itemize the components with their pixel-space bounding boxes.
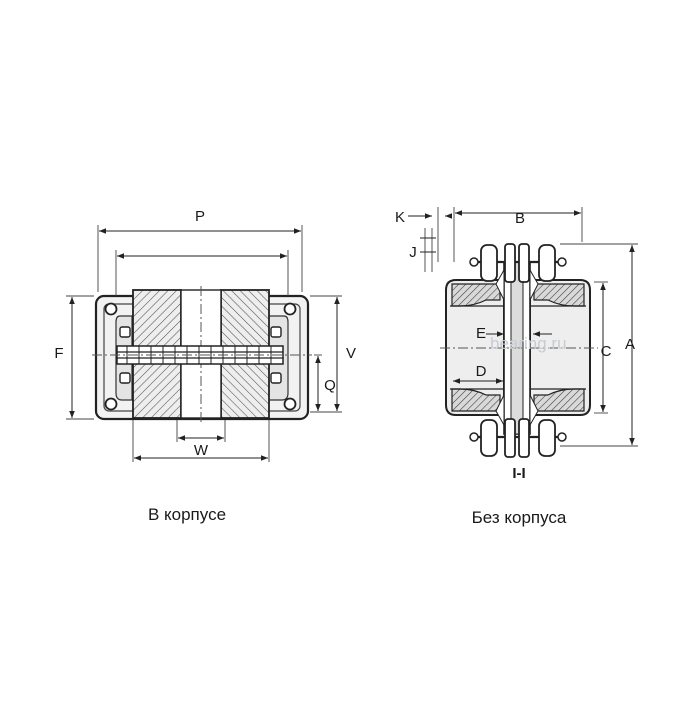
dim-label-e: E: [476, 325, 486, 342]
dim-label-f: F: [54, 345, 63, 362]
dim-label-b: B: [515, 210, 525, 227]
dim-label-p: P: [195, 208, 205, 225]
dim-label-w: W: [194, 442, 209, 459]
dim-label-v: V: [346, 345, 356, 362]
right-sprocket: [529, 279, 591, 416]
dim-label-c: C: [601, 343, 612, 360]
unhoused-coupling-view: bearing.ru B K J A C E D: [395, 207, 638, 527]
chain-roller-bottom: [469, 418, 567, 458]
watermark: bearing.ru: [490, 334, 567, 353]
caption-right: Без корпуса: [472, 508, 567, 527]
dim-label-q: Q: [324, 377, 336, 394]
dim-label-d: D: [476, 363, 487, 380]
chain-roller-top: [469, 243, 567, 283]
dim-label-j: J: [409, 244, 417, 261]
caption-left: В корпусе: [148, 505, 226, 524]
section-label: I-I: [512, 465, 525, 482]
dim-label-a: A: [625, 336, 635, 353]
bolt-hole-icon: [104, 302, 297, 411]
dim-label-k: K: [395, 209, 405, 226]
housed-coupling-view: P F V Q W В корпусе: [54, 208, 356, 524]
